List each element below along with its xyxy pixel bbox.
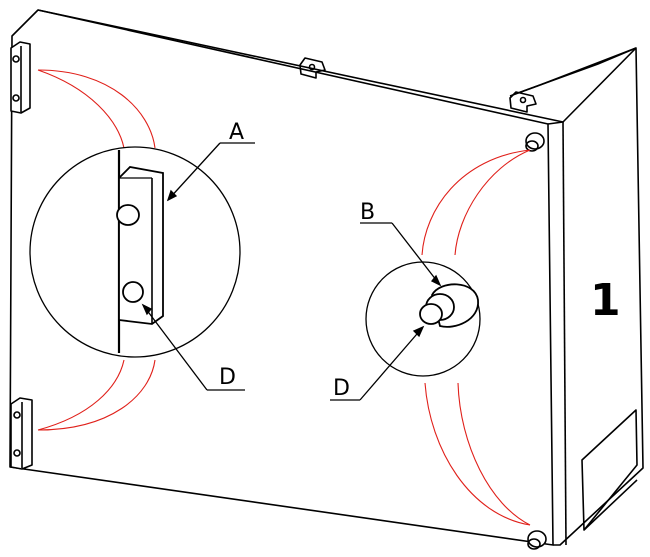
corner-hinge-top (525, 132, 545, 152)
detail-circle-left (29, 142, 255, 391)
callout-label-b: B (360, 200, 375, 225)
callout-label-d-right: D (333, 376, 350, 401)
access-panel (581, 409, 638, 531)
door-swing-arcs (37, 69, 531, 526)
detail-circle-right (330, 222, 481, 401)
hinge-bottom (10, 397, 33, 470)
top-latch-clip (299, 57, 326, 79)
callout-label-a: A (229, 120, 244, 145)
hinge-top (10, 41, 31, 114)
leader-line-d-left (141, 303, 245, 391)
top-latch-clip (509, 91, 537, 113)
latch-block (116, 166, 164, 325)
item-number-label: 1 (590, 275, 621, 326)
hinge-pin (419, 283, 479, 328)
leader-line-b (360, 222, 442, 287)
leader-line-a (166, 142, 255, 202)
corner-hinge-bottom (527, 530, 547, 550)
callout-label-d-left: D (219, 365, 236, 390)
leader-line-d-right (330, 325, 425, 401)
